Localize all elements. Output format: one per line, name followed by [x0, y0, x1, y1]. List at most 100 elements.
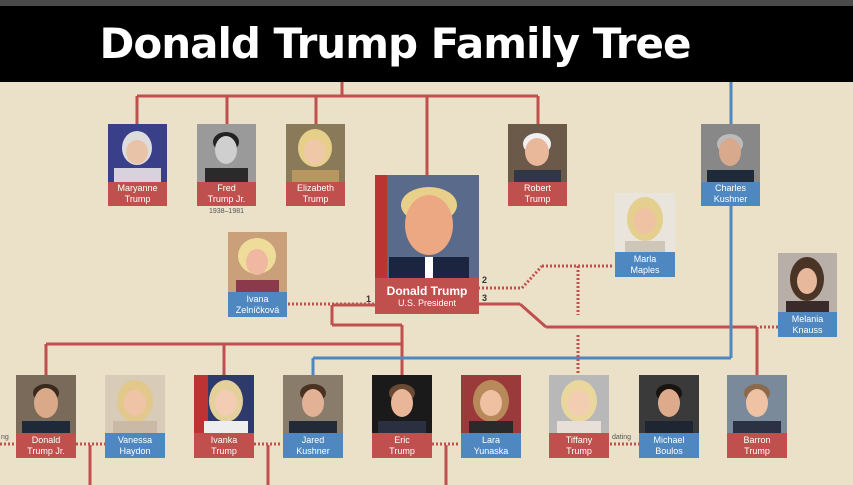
person-last-name: Trump Jr.: [207, 194, 246, 204]
person-last-name: Kushner: [713, 194, 748, 204]
person-last-name: Zelníčková: [235, 304, 280, 315]
portrait-icon: [701, 124, 760, 182]
portrait-icon: [372, 375, 432, 433]
marriage-marker-1: 1: [366, 294, 372, 304]
person-eric-trump[interactable]: Eric Trump: [372, 375, 432, 458]
person-last-name: Knauss: [792, 324, 823, 335]
portrait-icon: [508, 124, 567, 182]
person-last-name: Trump: [524, 194, 551, 204]
person-melania-knauss[interactable]: Melania Knauss: [778, 253, 837, 337]
person-last-name: Trump: [211, 445, 237, 456]
person-label: Ivanka Trump: [194, 433, 254, 458]
marriage-marker-2: 2: [482, 275, 488, 285]
portrait-icon: [228, 232, 287, 292]
person-ivana-zelnickova[interactable]: Ivana Zelníčková: [228, 232, 287, 317]
person-label: Michael Boulos: [639, 433, 699, 458]
portrait-icon: [375, 175, 479, 278]
portrait-icon: [549, 375, 609, 433]
person-label: Tiffany Trump: [549, 433, 609, 458]
person-michael-boulos[interactable]: Michael Boulos: [639, 375, 699, 458]
person-maryanne-trump[interactable]: Maryanne Trump: [108, 124, 167, 206]
person-robert-trump[interactable]: Robert Trump: [508, 124, 567, 206]
person-first-name: Elizabeth: [296, 183, 335, 193]
person-barron-trump[interactable]: Barron Trump: [727, 375, 787, 458]
dating-note: dating: [612, 434, 632, 441]
person-label: Ivana Zelníčková: [228, 292, 287, 317]
person-first-name: Melania: [791, 313, 824, 324]
person-first-name: Tiffany: [565, 434, 593, 445]
person-donald-trump[interactable]: Donald Trump U.S. President: [375, 175, 479, 314]
person-lara-yunaska[interactable]: Lara Yunaska: [461, 375, 521, 458]
person-label: Jared Kushner: [283, 433, 343, 458]
person-label: Lara Yunaska: [461, 433, 521, 458]
person-name: Donald Trump: [386, 283, 468, 298]
person-label: Donald Trump U.S. President: [375, 278, 479, 314]
person-first-name: Vanessa: [117, 434, 153, 445]
person-label: Eric Trump: [372, 433, 432, 458]
person-first-name: Barron: [743, 434, 771, 445]
person-first-name: Michael: [653, 434, 685, 445]
portrait-icon: [286, 124, 345, 182]
person-last-name: Trump: [389, 445, 415, 456]
person-ivanka-trump[interactable]: Ivanka Trump: [194, 375, 254, 458]
person-first-name: Fred: [217, 183, 236, 193]
portrait-icon: [639, 375, 699, 433]
title-bar: [0, 6, 853, 82]
portrait-icon: [108, 124, 167, 182]
person-last-name: Maples: [630, 264, 660, 275]
person-last-name: Yunaska: [473, 445, 509, 456]
person-first-name: Robert: [523, 183, 551, 193]
person-last-name: Trump: [744, 445, 770, 456]
person-jared-kushner[interactable]: Jared Kushner: [283, 375, 343, 458]
person-vanessa-haydon[interactable]: Vanessa Haydon: [105, 375, 165, 458]
person-label: Charles Kushner: [701, 182, 760, 206]
edge-note: ng: [1, 434, 9, 441]
person-last-name: Boulos: [655, 445, 683, 456]
person-last-name: Trump: [302, 194, 329, 204]
person-label: Fred Trump Jr.: [197, 182, 256, 206]
person-label: Barron Trump: [727, 433, 787, 458]
portrait-icon: [727, 375, 787, 433]
portrait-icon: [16, 375, 76, 433]
person-label: Melania Knauss: [778, 312, 837, 337]
person-fred-trump-jr[interactable]: Fred Trump Jr.: [197, 124, 256, 206]
person-last-name: Trump: [566, 445, 592, 456]
person-first-name: Jared: [301, 434, 325, 445]
person-last-name: Trump Jr.: [27, 445, 65, 456]
person-first-name: Eric: [394, 434, 410, 445]
person-label: Donald Trump Jr.: [16, 433, 76, 458]
person-charles-kushner[interactable]: Charles Kushner: [701, 124, 760, 206]
person-first-name: Ivanka: [210, 434, 238, 445]
person-label: Elizabeth Trump: [286, 182, 345, 206]
person-last-name: Haydon: [119, 445, 151, 456]
person-label: Vanessa Haydon: [105, 433, 165, 458]
marriage-marker-3: 3: [482, 293, 488, 303]
portrait-icon: [778, 253, 837, 312]
person-first-name: Donald: [31, 434, 61, 445]
person-first-name: Ivana: [246, 293, 269, 304]
person-first-name: Marla: [633, 253, 657, 264]
person-last-name: Trump: [124, 194, 151, 204]
person-first-name: Charles: [714, 183, 746, 193]
portrait-icon: [105, 375, 165, 433]
person-label: Maryanne Trump: [108, 182, 167, 206]
portrait-icon: [197, 124, 256, 182]
person-first-name: Maryanne: [117, 183, 158, 193]
person-label: Marla Maples: [615, 252, 675, 277]
person-marla-maples[interactable]: Marla Maples: [615, 193, 675, 277]
portrait-icon: [283, 375, 343, 433]
person-elizabeth-trump[interactable]: Elizabeth Trump: [286, 124, 345, 206]
person-last-name: Kushner: [296, 445, 330, 456]
page-title: Donald Trump Family Tree: [99, 19, 692, 68]
person-first-name: Lara: [481, 434, 500, 445]
person-title: U.S. President: [397, 297, 457, 308]
portrait-icon: [194, 375, 254, 433]
person-donald-trump-jr[interactable]: Donald Trump Jr.: [16, 375, 76, 458]
person-tiffany-trump[interactable]: Tiffany Trump: [549, 375, 609, 458]
window-top-strip: [0, 0, 853, 6]
portrait-icon: [615, 193, 675, 252]
fred-life-dates: 1938–1981: [208, 208, 245, 215]
portrait-icon: [461, 375, 521, 433]
